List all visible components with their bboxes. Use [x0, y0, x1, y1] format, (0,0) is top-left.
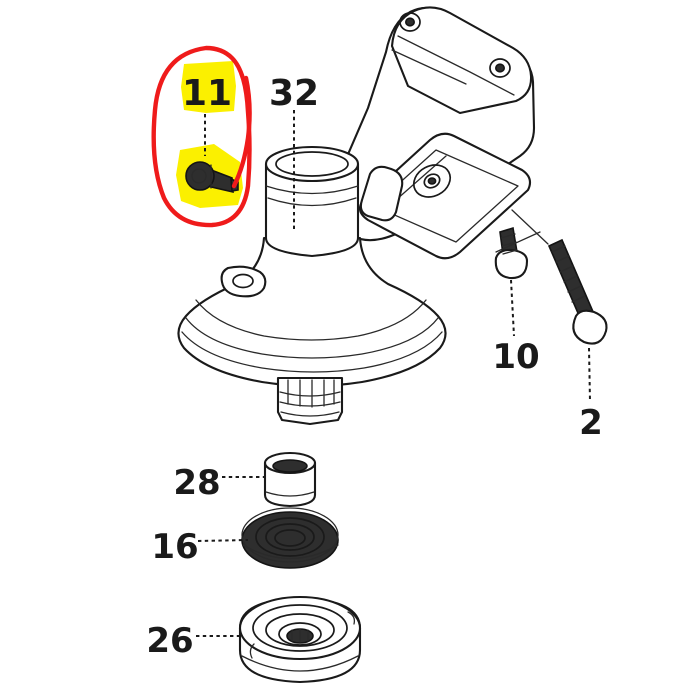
pulley-26-groove-outer [252, 604, 348, 652]
part-2-long-bolt [495, 209, 608, 345]
bolt-boss-pad [220, 265, 267, 298]
angled-flange-panel [358, 132, 532, 260]
bolt-11-head-inner [191, 168, 207, 184]
bearing-16-bore [274, 529, 306, 547]
pulley-26-top-rim [238, 595, 362, 661]
callout-11-highlight [181, 61, 236, 113]
bolt-10-head [494, 248, 529, 280]
part-28-spacer-collar [263, 451, 317, 508]
red-annotation-layer [151, 45, 252, 228]
bolt-10-thread-3 [502, 249, 518, 255]
callout-label-10: 10 [492, 337, 539, 377]
bolt-2-shank [547, 238, 596, 322]
leader-lines [196, 110, 591, 637]
part-16-ball-bearing [241, 507, 339, 569]
lug-plate-rib-2 [391, 49, 467, 85]
part-11-flange-bolt [185, 161, 239, 194]
bearing-16-inner-race [265, 523, 315, 551]
housing-bell-contour-1 [185, 317, 439, 359]
leader-16 [197, 539, 249, 542]
red-circle-around-part-11 [151, 45, 252, 228]
pulley-26-groove-inner [265, 613, 335, 647]
pulley-26-hub [278, 622, 322, 646]
callout-label-16: 16 [151, 527, 198, 567]
shaft-thread-1 [279, 391, 341, 397]
lug-plate-rib [397, 35, 515, 96]
bolt-2-head [572, 309, 608, 345]
flange-boss-hole [423, 173, 441, 189]
pulley-26-bottom-edge [241, 655, 359, 672]
bearing-16-outer-edge [241, 507, 339, 563]
bolt-2-thread-4 [563, 275, 578, 283]
output-shaft [276, 376, 344, 426]
pulley-26-notch-left [249, 643, 255, 659]
bolt-boss-hole [232, 273, 254, 289]
pulley-26-notch-right [347, 611, 356, 625]
bolt-11-head [185, 161, 215, 191]
bolt-10-thread-2 [501, 241, 517, 247]
lug-hole-lower-inner [494, 63, 505, 73]
callout-label-2: 2 [579, 403, 603, 443]
bolt-2-thread-2 [555, 255, 570, 263]
mounting-lug-plate [390, 6, 533, 115]
upper-collar-top-bore [275, 151, 349, 177]
bearing-16-mid-race [255, 517, 325, 557]
bolt-2-guide-line-2 [495, 231, 541, 253]
lug-hole-lower [489, 58, 511, 78]
angled-flange-inner-edge [373, 149, 519, 243]
upper-collar-body [264, 162, 360, 258]
leader-10 [510, 279, 515, 337]
callout-label-26: 26 [146, 621, 193, 661]
spacer-28-top-bore [272, 459, 308, 473]
pulley-26-hub-spline [291, 628, 309, 643]
bolt-2-thread-3 [559, 265, 574, 273]
main-housing-assembly [177, 6, 536, 426]
housing-bell-contour-2 [181, 331, 443, 373]
bolt-10-thread-1 [500, 233, 516, 239]
callout-labels: 11 32 10 2 28 16 26 [146, 73, 603, 661]
housing-bell-contour-3 [195, 299, 427, 341]
part-10-short-bolt [494, 226, 529, 280]
upper-collar-ring-2 [267, 197, 357, 207]
red-circle-overlap-tail [231, 75, 252, 189]
callout-label-11: 11 [182, 73, 232, 114]
bolt-2-thread-5 [567, 285, 582, 293]
leader-2 [588, 347, 591, 403]
upper-collar-ring-1 [265, 185, 359, 195]
bolt-2-thread-1 [551, 245, 566, 253]
flange-boss-hole-dark [427, 177, 437, 185]
bolt-2-guide-line [511, 209, 549, 245]
shaft-thread-2 [279, 401, 341, 407]
flange-boss [412, 164, 452, 198]
housing-bell [177, 236, 447, 388]
bolt-2-thread-6 [571, 295, 586, 303]
lug-hole-upper-inner [404, 17, 415, 27]
callout-label-32: 32 [269, 73, 319, 114]
lug-hole-upper [399, 12, 421, 32]
part-26-pulley-cup [238, 595, 362, 684]
callout-label-28: 28 [173, 463, 220, 503]
spacer-28-bottom-edge [265, 491, 315, 497]
bearing-16-bottom-shadow [242, 544, 339, 560]
shaft-thread-3 [280, 411, 340, 417]
flange-left-tab [359, 165, 404, 222]
